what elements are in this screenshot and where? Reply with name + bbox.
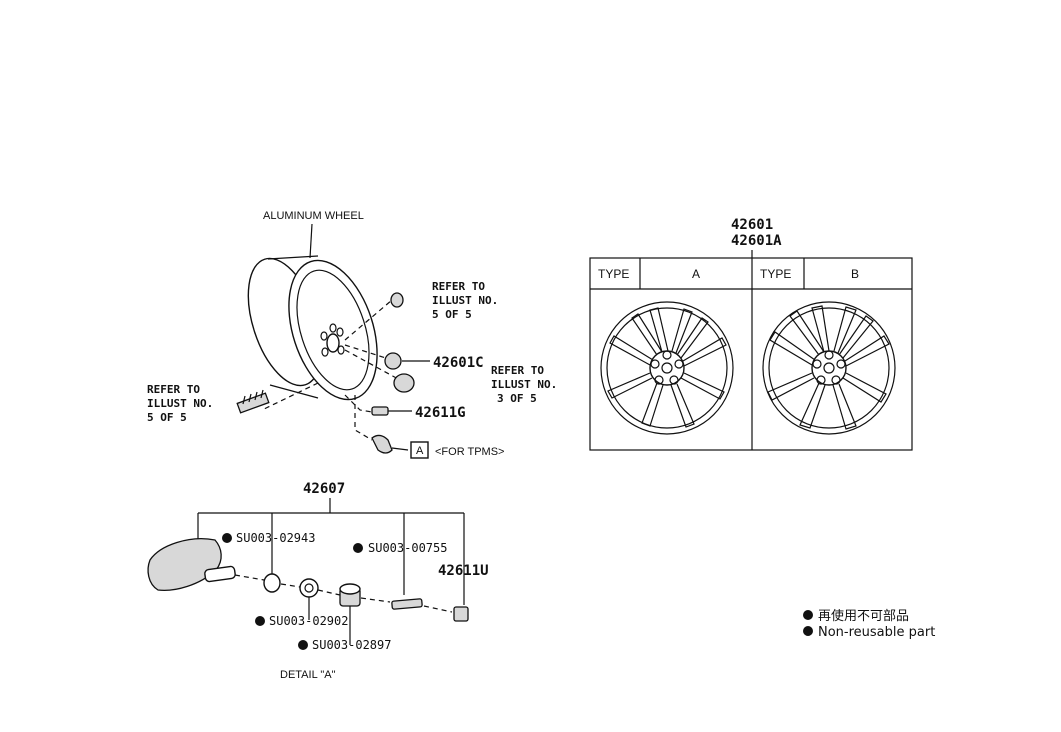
non-reusable-marker-02943 (222, 533, 232, 543)
part-number-42611g: 42611G (415, 405, 466, 421)
valve-42611g (371, 406, 412, 416)
non-reusable-marker-02897 (298, 640, 308, 650)
part-number-42601: 42601 (731, 217, 773, 233)
refer-left-line3: 5 OF 5 (147, 411, 187, 424)
legend-en: Non-reusable part (818, 625, 935, 640)
refer-right-1-line2: ILLUST NO. (432, 294, 498, 307)
cap-part-top (390, 292, 404, 308)
refer-left-line1: REFER TO (147, 383, 200, 396)
wheel-type-table: TYPE A TYPE B (589, 257, 913, 451)
sub-part-su003-02943: SU003-02943 (236, 531, 315, 545)
non-reusable-marker-02902 (255, 616, 265, 626)
type-b-value: B (851, 267, 859, 281)
type-b-header: TYPE (760, 267, 791, 281)
legend: 再使用不可部品 Non-reusable part (803, 608, 935, 640)
refer-right-2-line1: REFER TO (491, 364, 544, 377)
refer-right-2-line2: ILLUST NO. (491, 378, 557, 391)
type-a-header: TYPE (598, 267, 629, 281)
part-number-42611u: 42611U (438, 563, 489, 579)
valve-core (391, 598, 423, 610)
refer-right-1-line3: 5 OF 5 (432, 308, 472, 321)
wheel-type-a-illustration (600, 301, 734, 435)
balance-weight (236, 389, 270, 414)
tpms-sensor-small (371, 434, 409, 454)
for-tpms-label: <FOR TPMS> (435, 446, 504, 458)
nut-42601c (384, 352, 402, 370)
sub-part-su003-02897: SU003-02897 (312, 638, 391, 652)
type-a-value: A (692, 267, 700, 281)
sub-part-su003-00755: SU003-00755 (368, 541, 447, 555)
hub-bolt-pattern (320, 323, 345, 357)
part-number-42601c: 42601C (433, 355, 484, 371)
tpms-sensor-body (147, 538, 236, 591)
legend-marker-en (803, 626, 813, 636)
detail-a-label: DETAIL "A" (280, 669, 336, 681)
refer-right-2-line3: 3 OF 5 (497, 392, 537, 405)
aluminum-wheel-label: ALUMINUM WHEEL (263, 210, 364, 222)
part-number-42601a: 42601A (731, 233, 782, 249)
aluminum-wheel-drawing: ALUMINUM WHEEL (247, 210, 378, 401)
legend-jp: 再使用不可部品 (818, 608, 909, 624)
valve-cap-42611u (453, 606, 469, 622)
sub-part-su003-02902: SU003-02902 (269, 614, 348, 628)
washer (299, 578, 319, 598)
part-number-42607: 42607 (303, 481, 345, 497)
refer-left-line2: ILLUST NO. (147, 397, 213, 410)
center-cap (393, 373, 415, 393)
non-reusable-marker-00755 (353, 543, 363, 553)
box-a (410, 441, 429, 459)
refer-right-1-line1: REFER TO (432, 280, 485, 293)
box-a-label: A (416, 445, 424, 457)
legend-marker-jp (803, 610, 813, 620)
seal-nut (263, 573, 281, 593)
valve-nut (339, 583, 361, 607)
wheel-type-b-illustration (762, 301, 896, 435)
